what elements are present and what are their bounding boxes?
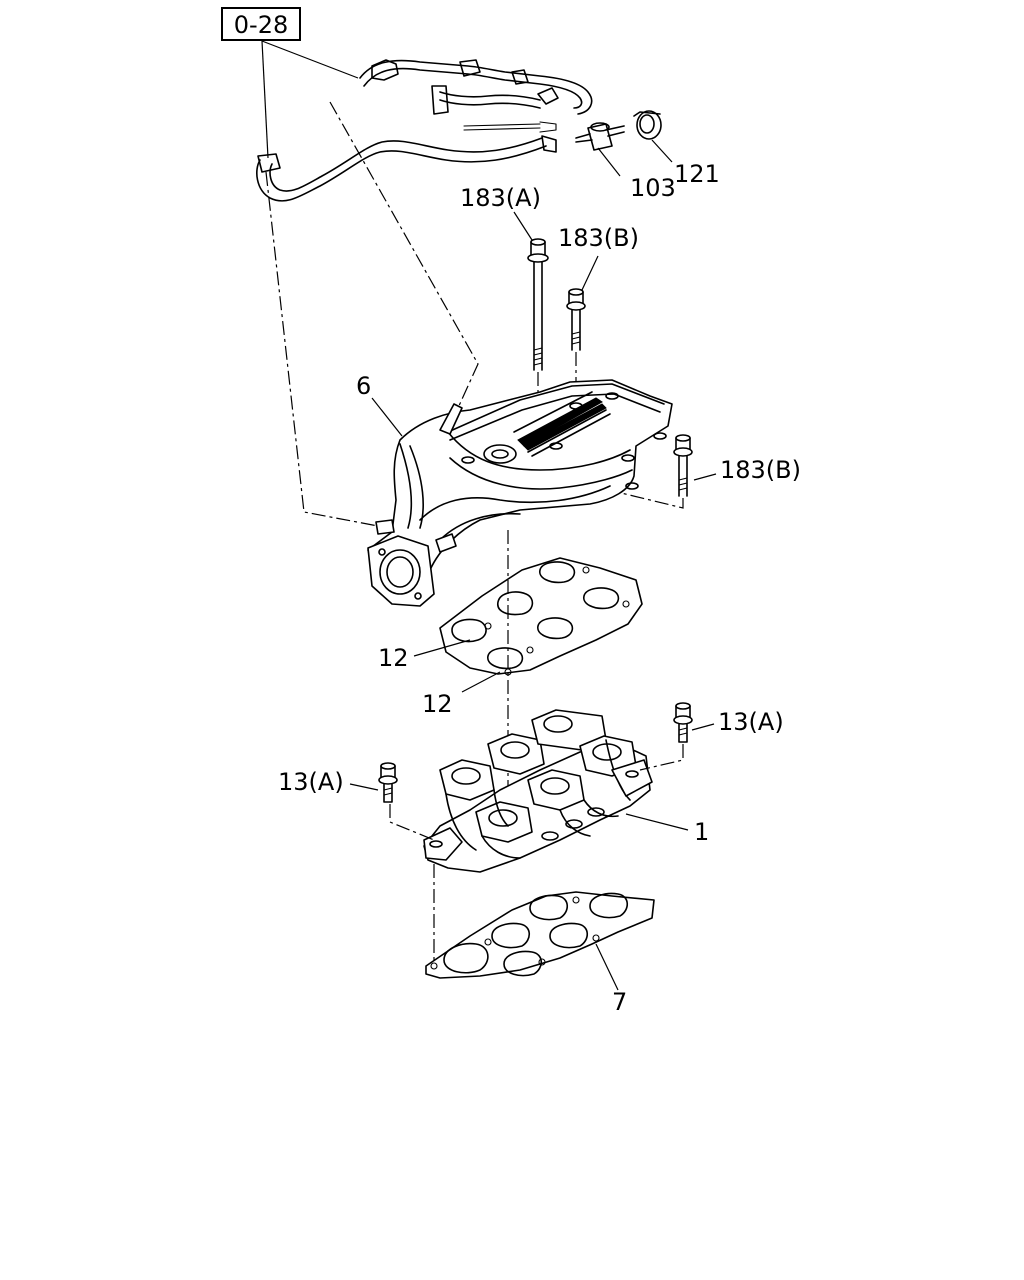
callout-183b-right: 183(B) bbox=[720, 456, 801, 484]
callout-183b-top: 183(B) bbox=[558, 224, 639, 252]
callout-121: 121 bbox=[674, 160, 720, 188]
callout-7: 7 bbox=[612, 988, 627, 1016]
vacuum-hose-assembly bbox=[359, 59, 593, 133]
leader-12-upper bbox=[413, 639, 471, 657]
leader-7 bbox=[595, 943, 619, 991]
leader-103 bbox=[597, 147, 621, 177]
leader-183a bbox=[513, 211, 533, 241]
leader-121 bbox=[651, 139, 673, 163]
leader-6 bbox=[371, 397, 403, 437]
leader-183b-right bbox=[693, 473, 717, 481]
callout-12-lower: 12 bbox=[422, 690, 453, 718]
callout-103: 103 bbox=[630, 174, 676, 202]
callout-183a-top: 183(A) bbox=[460, 184, 541, 212]
hose-clip-121 bbox=[633, 110, 662, 140]
reference-box[interactable]: 0-28 bbox=[221, 7, 301, 41]
leader-13a-left bbox=[349, 783, 379, 791]
bolt-183b-top bbox=[566, 288, 586, 351]
ref-leader-pipe bbox=[261, 40, 269, 159]
assembly-line-13a-right bbox=[639, 744, 684, 771]
assembly-line-pipe bbox=[265, 171, 379, 527]
leader-13a-right bbox=[691, 723, 715, 731]
callout-13a-right: 13(A) bbox=[718, 708, 784, 736]
assembly-line-13a-left bbox=[389, 804, 435, 841]
ref-leader-hose bbox=[261, 40, 359, 79]
callout-1: 1 bbox=[694, 818, 709, 846]
callout-6: 6 bbox=[356, 372, 371, 400]
bolt-183a-top bbox=[527, 238, 549, 371]
leader-12-lower bbox=[461, 671, 501, 693]
bolt-13a-right bbox=[673, 702, 693, 743]
reference-label: 0-28 bbox=[234, 11, 288, 39]
bolt-13a-left bbox=[378, 762, 398, 803]
callout-13a-left: 13(A) bbox=[278, 768, 344, 796]
assembly-line-hose bbox=[329, 101, 479, 409]
leader-183b-top bbox=[581, 255, 599, 291]
gasket-12 bbox=[439, 557, 643, 676]
vacuum-pipe bbox=[256, 135, 557, 202]
upper-intake-manifold-6 bbox=[367, 379, 673, 607]
gasket-7 bbox=[425, 891, 655, 979]
lower-intake-manifold-1 bbox=[423, 709, 653, 873]
callout-12-upper: 12 bbox=[378, 644, 409, 672]
leader-1 bbox=[625, 813, 689, 831]
bolt-183b-right bbox=[673, 434, 693, 497]
check-valve-103 bbox=[575, 122, 625, 151]
